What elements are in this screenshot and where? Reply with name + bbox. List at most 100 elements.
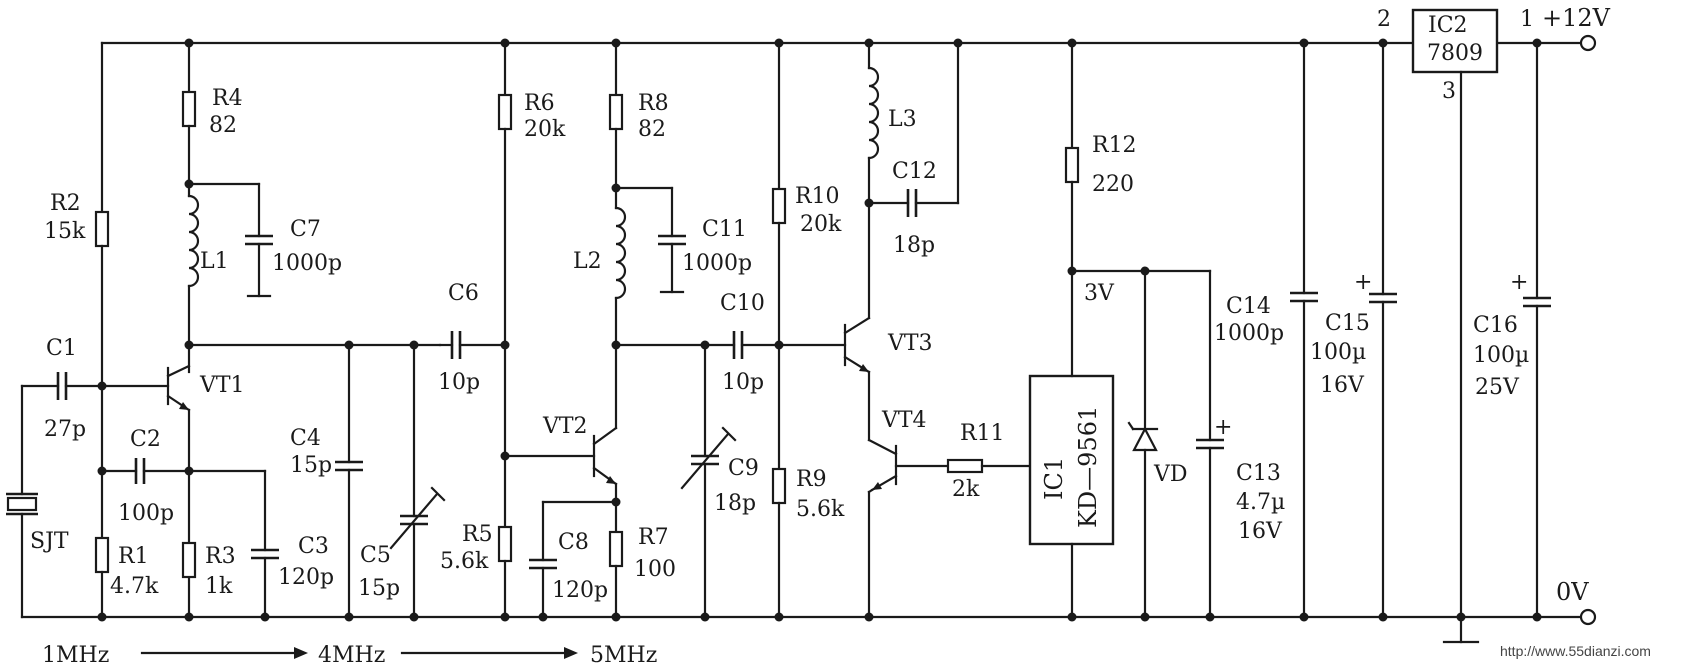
c15-value: 100µ: [1310, 340, 1366, 365]
l2-label: L2: [573, 249, 602, 274]
c16-label: C16: [1473, 313, 1518, 338]
c1-capacitor: [20, 372, 104, 400]
vt4-label: VT4: [881, 408, 927, 433]
c6-capacitor: [450, 331, 507, 359]
r11-value: 2k: [952, 477, 980, 502]
c12-value: 18p: [893, 233, 935, 258]
r10-resistor: [771, 41, 787, 471]
r4-resistor: [181, 41, 197, 182]
r7-value: 100: [634, 557, 676, 582]
vd-diode: [1127, 269, 1159, 619]
c12-capacitor: [867, 41, 960, 217]
l3-inductor: [867, 41, 880, 320]
freq-5mhz: 5MHz: [590, 643, 657, 664]
c14-capacitor: [1290, 41, 1318, 619]
c8-label: C8: [558, 530, 589, 555]
c2-value: 100p: [118, 501, 174, 526]
c15-polarity: +: [1354, 270, 1372, 295]
r1-resistor: [94, 536, 110, 619]
r11-label: R11: [960, 421, 1005, 446]
c11-capacitor: [614, 186, 686, 294]
zero-v-label: 0V: [1556, 578, 1589, 606]
c13-capacitor: [1196, 269, 1224, 619]
r6-value: 20k: [524, 117, 566, 142]
c5-variable-capacitor: [389, 343, 446, 619]
r12-value: 220: [1092, 172, 1134, 197]
c1-value: 27p: [44, 417, 86, 442]
c9-variable-capacitor: [680, 343, 737, 619]
c6-label: C6: [448, 281, 479, 306]
c4-capacitor: [335, 343, 363, 619]
vt1-collector-node: [187, 343, 442, 374]
c10-label: C10: [720, 291, 765, 316]
c10-capacitor: [732, 331, 781, 359]
r3-value: 1k: [205, 574, 233, 599]
c16-polarity: +: [1510, 270, 1528, 295]
ic2-regulator: [1411, 8, 1499, 644]
sjt-crystal: [6, 384, 38, 619]
terminals: [1579, 34, 1597, 626]
r8-value: 82: [638, 117, 666, 142]
r4-label: R4: [212, 86, 243, 111]
c3-label: C3: [298, 534, 329, 559]
r6-label: R6: [524, 91, 555, 116]
c11-value: 1000p: [682, 251, 752, 276]
freq-4mhz: 4MHz: [318, 643, 385, 664]
freq-1mhz: 1MHz: [42, 643, 109, 664]
c12-label: C12: [892, 159, 937, 184]
r3-resistor: [181, 541, 197, 579]
vt1-label: VT1: [199, 373, 245, 398]
vt1-transistor: [100, 364, 191, 619]
c15-label: C15: [1325, 311, 1370, 336]
r4-value: 82: [209, 113, 237, 138]
r7-resistor: [608, 530, 624, 619]
c4-label: C4: [290, 426, 321, 451]
c3-value: 120p: [278, 565, 334, 590]
c7-value: 1000p: [272, 251, 342, 276]
c16-capacitor: [1523, 41, 1551, 619]
r11-resistor: [946, 458, 1032, 474]
c16-value: 100µ: [1473, 343, 1529, 368]
r2-resistor: [94, 41, 110, 385]
l1-label: L1: [200, 249, 229, 274]
ic2-label: IC2: [1428, 13, 1468, 38]
r8-label: R8: [638, 91, 669, 116]
c14-value: 1000p: [1214, 321, 1284, 346]
vt3-transistor: [777, 316, 871, 442]
vt3-label: VT3: [887, 331, 933, 356]
c1-label: C1: [46, 336, 77, 361]
c5-label: C5: [360, 543, 391, 568]
vd-label: VD: [1153, 462, 1188, 487]
plus-12v-label: +12V: [1542, 4, 1611, 32]
c8-capacitor: [529, 500, 618, 619]
c7-capacitor: [187, 182, 273, 298]
vt4-transistor: [867, 438, 950, 619]
c13-polarity: +: [1214, 415, 1232, 440]
r2-value: 15k: [44, 219, 86, 244]
ic1-chip: [1028, 41, 1115, 619]
ic2-pin-1: 1: [1520, 7, 1534, 32]
r12-label: R12: [1092, 133, 1137, 158]
c2-capacitor: [100, 384, 191, 540]
sjt-label: SJT: [30, 529, 69, 554]
watermark-url: http://www.55dianzi.com: [1500, 643, 1651, 659]
r5-label: R5: [462, 522, 493, 547]
l3-label: L3: [888, 107, 917, 132]
c15-voltage: 16V: [1320, 373, 1365, 398]
c16-voltage: 25V: [1475, 375, 1520, 400]
ic1-label: IC1: [1040, 457, 1068, 500]
r1-value: 4.7k: [110, 574, 159, 599]
c9-value: 18p: [714, 491, 756, 516]
ic1-part: KD—9561: [1074, 406, 1102, 528]
c5-value: 15p: [358, 576, 400, 601]
r8-resistor: [608, 41, 624, 190]
ic2-pin-3: 3: [1442, 79, 1456, 104]
c10-value: 10p: [722, 370, 764, 395]
c7-label: C7: [290, 217, 321, 242]
vt2-transistor: [503, 343, 618, 534]
c15-capacitor: [1369, 41, 1397, 619]
r5-value: 5.6k: [440, 549, 489, 574]
r9-value: 5.6k: [796, 497, 845, 522]
